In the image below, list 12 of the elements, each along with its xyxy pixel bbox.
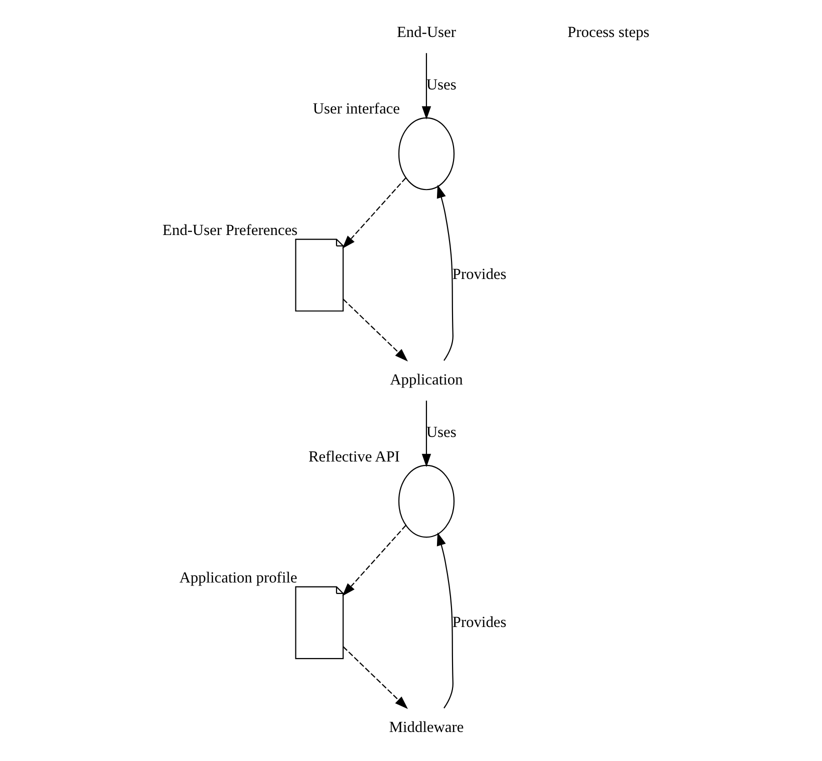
node-label: Reflective API	[308, 448, 400, 466]
node-text: Application	[390, 372, 463, 389]
node-text: Middleware	[389, 719, 464, 736]
node-text: End-User	[396, 24, 456, 42]
node-label: End-User Preferences	[162, 222, 298, 240]
edge-label: Provides	[452, 266, 506, 284]
node-label: User interface	[312, 100, 400, 118]
label: Process steps	[568, 24, 650, 42]
edge-label: Uses	[426, 76, 456, 94]
node-label: Application profile	[179, 570, 298, 587]
edge-label: Provides	[452, 614, 506, 631]
edge-label: Uses	[426, 424, 456, 441]
